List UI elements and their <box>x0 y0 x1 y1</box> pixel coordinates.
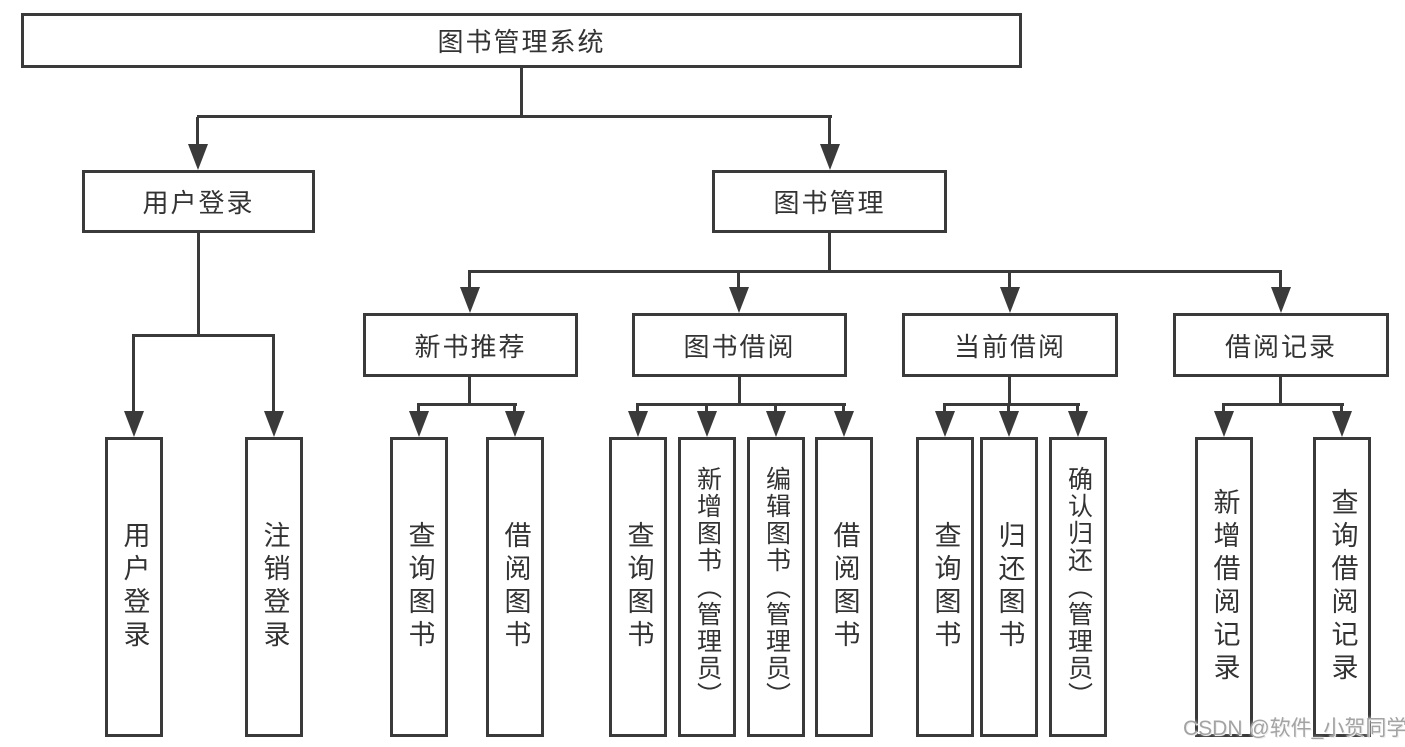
watermark: CSDN @软件_小贺同学 <box>1183 717 1405 740</box>
node-user-login: 用户登录 <box>82 170 315 233</box>
leaf-return-book: 归还图书 <box>980 437 1038 737</box>
leaf-return-book-label: 归还图书 <box>994 521 1025 653</box>
connector-borrowrecords-bar <box>1222 403 1344 406</box>
leaf-confirm-return-admin-label: 确认归还（管理员） <box>1064 465 1093 709</box>
connector-root-bar <box>197 115 832 118</box>
arrow-down-icon <box>1214 411 1234 437</box>
leaf-borrow-books-label: 借阅图书 <box>500 521 531 653</box>
arrow-down-icon <box>729 287 749 313</box>
arrow-down-icon <box>188 144 208 170</box>
leaf-add-book-admin-label: 新增图书（管理员） <box>693 465 722 709</box>
connector-userlogin-bar <box>132 334 275 337</box>
node-current-borrow-label: 当前借阅 <box>953 331 1066 362</box>
node-book-borrow: 图书借阅 <box>632 313 847 377</box>
leaf-query-borrow-record: 查询借阅记录 <box>1313 437 1371 737</box>
arrow-down-icon <box>409 411 429 437</box>
connector-drop-leaf <box>943 405 946 413</box>
node-new-book-recommend: 新书推荐 <box>363 313 578 377</box>
leaf-query-borrow-record-label: 查询借阅记录 <box>1327 488 1358 686</box>
connector-newbook-bar <box>417 403 517 406</box>
connector-drop-leaf <box>1007 405 1010 413</box>
leaf-user-login-label: 用户登录 <box>119 521 150 653</box>
connector-drop-user-login <box>196 117 199 146</box>
arrow-down-icon <box>1271 287 1291 313</box>
node-root: 图书管理系统 <box>21 13 1022 68</box>
connector-borrowrecords-stem <box>1279 377 1282 406</box>
node-root-label: 图书管理系统 <box>437 27 606 57</box>
connector-root-stem <box>520 68 523 118</box>
node-user-login-label: 用户登录 <box>142 188 255 218</box>
node-borrow-records-label: 借阅记录 <box>1224 331 1337 362</box>
leaf-add-book-admin: 新增图书（管理员） <box>678 437 736 737</box>
arrow-down-icon <box>1332 411 1352 437</box>
leaf-logout-label: 注销登录 <box>259 521 290 653</box>
connector-drop-l3 <box>1008 272 1011 289</box>
leaf-add-borrow-record: 新增借阅记录 <box>1195 437 1253 737</box>
leaf-query-books-label: 查询图书 <box>930 521 961 653</box>
connector-newbook-stem <box>468 377 471 406</box>
arrow-down-icon <box>628 411 648 437</box>
connector-drop-l3 <box>1279 272 1282 289</box>
connector-bookborrow-bar <box>636 403 846 406</box>
connector-drop-leaf <box>513 405 516 413</box>
arrow-down-icon <box>766 411 786 437</box>
connector-drop-leaf <box>842 405 845 413</box>
connector-drop-leaf <box>417 405 420 413</box>
arrow-down-icon <box>1068 411 1088 437</box>
connector-drop-leaf <box>272 336 275 413</box>
arrow-down-icon <box>124 411 144 437</box>
connector-drop-l3 <box>737 272 740 289</box>
connector-drop-leaf <box>774 405 777 413</box>
leaf-logout: 注销登录 <box>245 437 303 737</box>
connector-userlogin-stem <box>197 233 200 337</box>
arrow-down-icon <box>264 411 284 437</box>
node-book-borrow-label: 图书借阅 <box>683 331 796 362</box>
connector-drop-leaf <box>1340 405 1343 413</box>
arrow-down-icon <box>697 411 717 437</box>
connector-drop-book-mgmt <box>828 117 831 146</box>
connector-bookmgmt-stem <box>828 233 831 273</box>
connector-drop-leaf <box>705 405 708 413</box>
leaf-add-borrow-record-label: 新增借阅记录 <box>1209 488 1240 686</box>
arrow-down-icon <box>834 411 854 437</box>
arrow-down-icon <box>935 411 955 437</box>
connector-drop-leaf <box>636 405 639 413</box>
leaf-borrow-books-newbooks: 借阅图书 <box>486 437 544 737</box>
connector-currentborrow-bar <box>943 403 1080 406</box>
connector-drop-leaf <box>132 336 135 413</box>
leaf-edit-book-admin-label: 编辑图书（管理员） <box>762 465 791 709</box>
arrow-down-icon <box>505 411 525 437</box>
leaf-edit-book-admin: 编辑图书（管理员） <box>747 437 805 737</box>
node-book-management: 图书管理 <box>712 170 947 233</box>
leaf-query-books-borrow: 查询图书 <box>609 437 667 737</box>
node-borrow-records: 借阅记录 <box>1173 313 1389 377</box>
node-book-management-label: 图书管理 <box>773 188 886 218</box>
leaf-borrow-books-label: 借阅图书 <box>829 521 860 653</box>
node-current-borrow: 当前借阅 <box>902 313 1118 377</box>
connector-currentborrow-stem <box>1008 377 1011 406</box>
leaf-query-books-newbooks: 查询图书 <box>390 437 448 737</box>
leaf-borrow-books-borrow: 借阅图书 <box>815 437 873 737</box>
arrow-down-icon <box>820 144 840 170</box>
connector-bookmgmt-bar <box>468 270 1282 273</box>
leaf-user-login: 用户登录 <box>105 437 163 737</box>
connector-drop-leaf <box>1222 405 1225 413</box>
connector-bookborrow-stem <box>738 377 741 406</box>
arrow-down-icon <box>1000 287 1020 313</box>
leaf-query-books-label: 查询图书 <box>404 521 435 653</box>
connector-drop-leaf <box>1076 405 1079 413</box>
leaf-query-books-current: 查询图书 <box>916 437 974 737</box>
node-new-book-recommend-label: 新书推荐 <box>414 331 527 362</box>
arrow-down-icon <box>999 411 1019 437</box>
arrow-down-icon <box>460 287 480 313</box>
leaf-query-books-label: 查询图书 <box>623 521 654 653</box>
connector-drop-l3 <box>468 272 471 289</box>
leaf-confirm-return-admin: 确认归还（管理员） <box>1049 437 1107 737</box>
